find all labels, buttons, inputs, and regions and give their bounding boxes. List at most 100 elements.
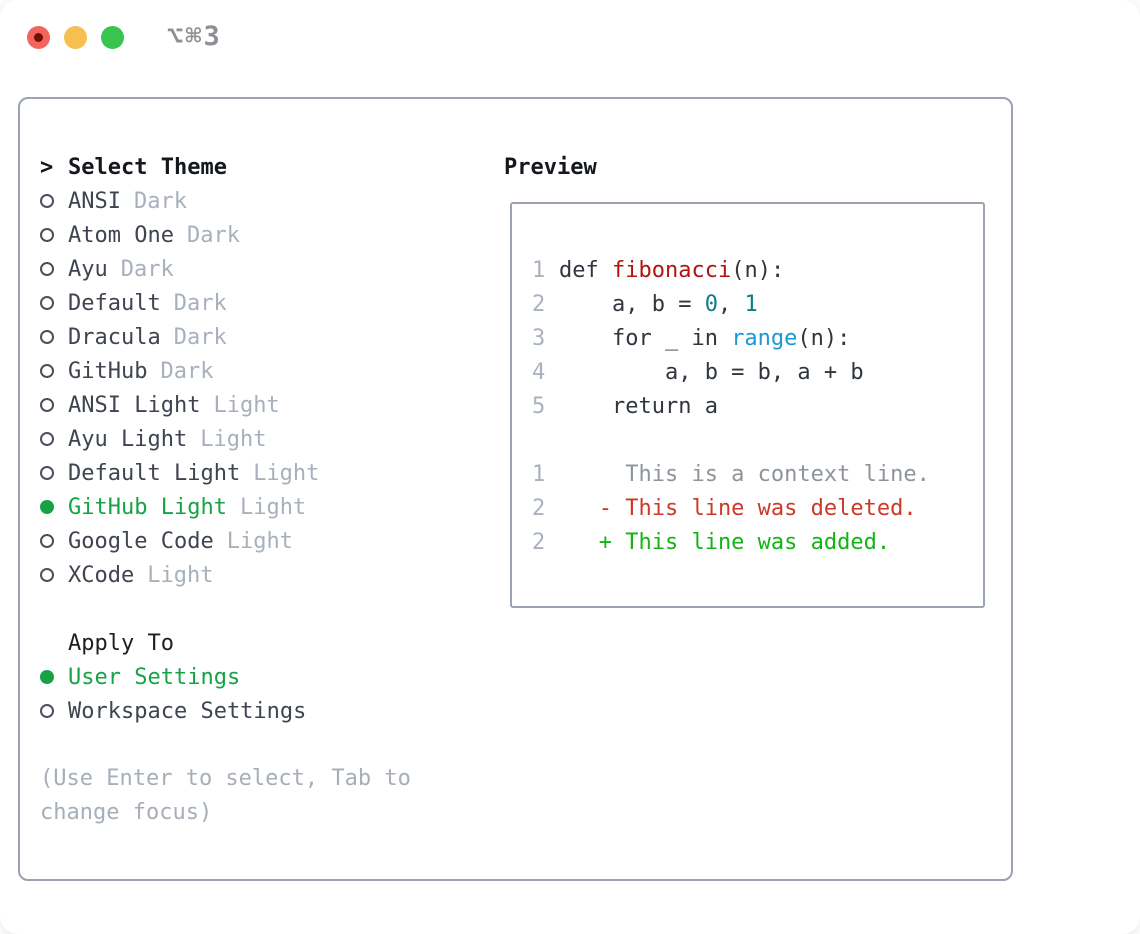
theme-option-default-light[interactable]: Default Light Light xyxy=(40,456,452,490)
code-token-number: 1 xyxy=(744,291,758,317)
theme-option-label: Default xyxy=(68,290,161,316)
line-number: 2 xyxy=(532,291,546,317)
radio-icon xyxy=(40,398,54,412)
select-theme-header-label: Select Theme xyxy=(68,154,227,180)
theme-option-atom-one[interactable]: Atom One Dark xyxy=(40,218,452,252)
code-line: 4 a, b = b, a + b xyxy=(532,355,930,389)
preview-title: Preview xyxy=(504,154,597,180)
theme-option-github[interactable]: GitHub Dark xyxy=(40,354,452,388)
close-button[interactable] xyxy=(27,26,50,49)
radio-icon xyxy=(40,568,54,582)
theme-option-google-code[interactable]: Google Code Light xyxy=(40,524,452,558)
apply-option-label: Workspace Settings xyxy=(68,698,307,724)
line-number: 1 xyxy=(532,257,546,283)
theme-option-label: Default Light xyxy=(68,460,241,486)
spacer xyxy=(40,728,452,762)
code-token-plain: (n): xyxy=(731,257,785,283)
code-line: 3 for _ in range(n): xyxy=(532,321,930,355)
theme-variant-label: Light xyxy=(213,392,280,418)
radio-selected-icon xyxy=(40,670,54,684)
radio-icon xyxy=(40,432,54,446)
radio-icon xyxy=(40,364,54,378)
radio-selected-icon xyxy=(40,500,54,514)
code-token-builtin: range xyxy=(731,325,798,351)
apply-option-label: User Settings xyxy=(68,664,241,690)
theme-option-label: Ayu Light xyxy=(68,426,188,452)
theme-option-label: ANSI xyxy=(68,188,121,214)
code-token-plain: return a xyxy=(559,393,718,419)
radio-icon xyxy=(40,262,54,276)
radio-icon xyxy=(40,534,54,548)
theme-option-label: Dracula xyxy=(68,324,161,350)
theme-variant-label: Dark xyxy=(173,324,227,350)
theme-variant-label: Light xyxy=(226,528,293,554)
theme-variant-label: Dark xyxy=(120,256,174,282)
code-token-added: + This line was added. xyxy=(559,529,891,555)
theme-option-label: ANSI Light xyxy=(68,392,201,418)
code-line: 2 a, b = 0, 1 xyxy=(532,287,930,321)
line-number: 2 xyxy=(532,495,546,521)
radio-icon xyxy=(40,704,54,718)
line-number: 5 xyxy=(532,393,546,419)
code-token-plain: a, b = xyxy=(559,291,705,317)
radio-icon xyxy=(40,330,54,344)
minimize-button[interactable] xyxy=(64,26,87,49)
theme-option-dracula[interactable]: Dracula Dark xyxy=(40,320,452,354)
theme-option-label: XCode xyxy=(68,562,135,588)
titlebar: ⌥⌘3 xyxy=(0,0,1140,78)
theme-variant-label: Light xyxy=(239,494,307,520)
theme-option-label: Atom One xyxy=(68,222,174,248)
line-number: 3 xyxy=(532,325,546,351)
window-title: ⌥⌘3 xyxy=(167,21,222,52)
code-token-number: 0 xyxy=(704,291,718,317)
theme-variant-label: Light xyxy=(253,460,320,486)
theme-option-xcode[interactable]: XCode Light xyxy=(40,558,452,592)
apply-to-header-label: Apply To xyxy=(68,630,174,656)
code-token-context: This is a context line. xyxy=(559,461,930,487)
theme-option-label: Ayu xyxy=(68,256,108,282)
theme-option-ansi-light[interactable]: ANSI Light Light xyxy=(40,388,452,422)
code-line: 1 This is a context line. xyxy=(532,457,930,491)
code-token-deleted: - This line was deleted. xyxy=(559,495,917,521)
theme-option-label: GitHub Light xyxy=(68,494,227,520)
code-token-function: fibonacci xyxy=(611,257,732,283)
theme-variant-label: Dark xyxy=(160,358,214,384)
code-token-plain: a, b = b, a + b xyxy=(559,359,864,385)
theme-option-ayu[interactable]: Ayu Dark xyxy=(40,252,452,286)
select-theme-header: > Select Theme xyxy=(40,150,452,184)
code-line: 2 - This line was deleted. xyxy=(532,491,930,525)
help-text: (Use Enter to select, Tab to change focu… xyxy=(40,766,411,825)
theme-option-label: GitHub xyxy=(68,358,148,384)
code-token-plain: (n): xyxy=(797,325,851,351)
theme-variant-label: Light xyxy=(147,562,214,588)
apply-to-header: Apply To xyxy=(40,626,452,660)
spacer xyxy=(40,592,452,626)
theme-option-github-light[interactable]: GitHub Light Light xyxy=(40,490,452,524)
code-token-plain: , xyxy=(717,291,745,317)
apply-option-user-settings[interactable]: User Settings xyxy=(40,660,452,694)
line-number: 1 xyxy=(532,461,546,487)
zoom-button[interactable] xyxy=(101,26,124,49)
line-number: 2 xyxy=(532,529,546,555)
radio-icon xyxy=(40,296,54,310)
apply-option-workspace-settings[interactable]: Workspace Settings xyxy=(40,694,452,728)
code-token-plain: for _ in xyxy=(559,325,732,351)
theme-variant-label: Dark xyxy=(186,222,240,248)
theme-variant-label: Dark xyxy=(173,290,227,316)
radio-icon xyxy=(40,228,54,242)
code-line xyxy=(532,423,930,457)
theme-option-default[interactable]: Default Dark xyxy=(40,286,452,320)
theme-option-label: Google Code xyxy=(68,528,214,554)
line-number: 4 xyxy=(532,359,546,385)
radio-icon xyxy=(40,466,54,480)
cursor-caret-icon: > xyxy=(40,154,54,180)
